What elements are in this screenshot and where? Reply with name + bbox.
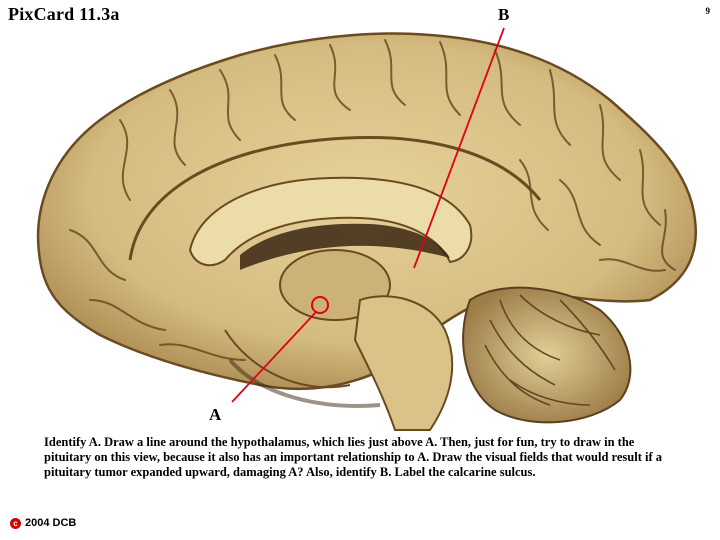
label-a: A [209, 405, 222, 424]
copyright-notice: c 2004 DCB [10, 517, 76, 529]
pointer-line-a [231, 311, 317, 403]
structure-a-marker [311, 296, 329, 314]
question-text: Identify A. Draw a line around the hypot… [44, 435, 662, 479]
page-title: PixCard 11.3a [8, 4, 120, 24]
corpus-callosum [188, 176, 473, 267]
copyright-text: 2004 DCB [25, 517, 77, 529]
copyright-icon: c [10, 517, 21, 529]
page-number: 9 [705, 6, 711, 16]
pointer-line-b [413, 27, 505, 269]
brain-sagittal-figure [36, 27, 698, 431]
label-b: B [498, 5, 510, 24]
brainstem [353, 295, 454, 431]
